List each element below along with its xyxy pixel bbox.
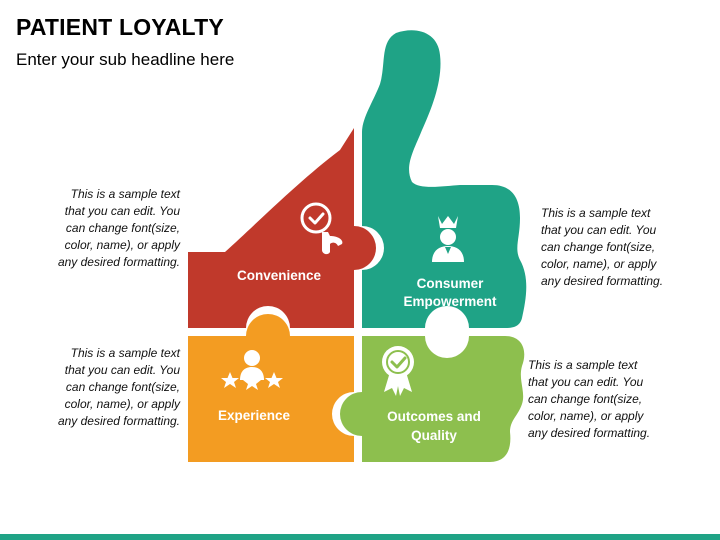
label-outcomes-line1: Outcomes and xyxy=(387,409,481,424)
description-top-left: This is a sample text that you can edit.… xyxy=(57,187,180,269)
page-title: PATIENT LOYALTY xyxy=(16,14,224,40)
click-check-icon xyxy=(300,202,343,255)
description-bottom-left: This is a sample text that you can edit.… xyxy=(57,346,180,428)
puzzle-piece-consumer-empowerment xyxy=(362,30,527,329)
puzzle-piece-outcomes-quality xyxy=(340,336,525,462)
label-experience: Experience xyxy=(218,408,291,423)
description-bottom-right: This is a sample text that you can edit.… xyxy=(528,358,651,440)
award-badge-icon xyxy=(382,346,414,396)
puzzle-piece-convenience xyxy=(188,128,376,328)
crowned-person-icon xyxy=(432,216,464,262)
page-subtitle: Enter your sub headline here xyxy=(16,50,235,69)
footer-bar xyxy=(0,534,720,540)
puzzle-piece-experience xyxy=(188,314,354,462)
label-convenience: Convenience xyxy=(237,268,322,283)
label-consumer-line1: Consumer xyxy=(417,276,485,291)
description-top-right: This is a sample text that you can edit.… xyxy=(541,206,664,288)
label-consumer-line2: Empowerment xyxy=(403,294,497,309)
label-outcomes-line2: Quality xyxy=(411,428,457,443)
person-stars-icon xyxy=(221,350,283,390)
